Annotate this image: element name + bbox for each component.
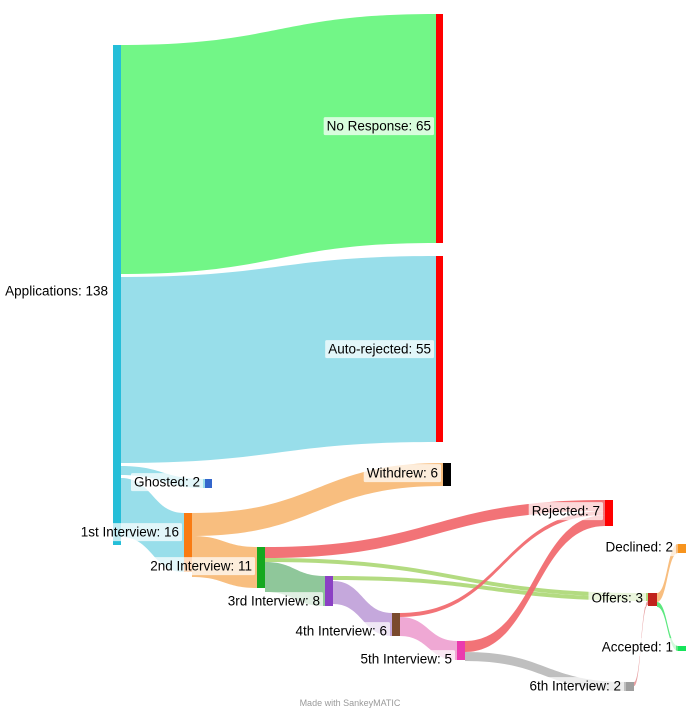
label-background-withdrew (363, 464, 441, 483)
label-background-offers (588, 589, 646, 608)
node-bar-interview_3[interactable] (325, 576, 333, 606)
label-background-interview_1 (77, 523, 182, 542)
label-background-ghosted (130, 473, 203, 492)
node-label-applications: Applications: 138 (2, 282, 111, 301)
node-label-text-rejected: Rejected: 7 (532, 504, 600, 519)
flow-link-interview_2-to-rejected[interactable] (265, 500, 605, 558)
node-bar-applications[interactable] (113, 45, 121, 545)
node-bar-offers[interactable] (648, 593, 657, 606)
node-labels-layer: Applications: 138 No Response: 65 Auto-rej… (2, 117, 676, 696)
label-background-interview_2 (147, 557, 255, 576)
node-label-declined: Declined: 2 (602, 538, 676, 557)
node-label-text-interview_5: 5th Interview: 5 (360, 652, 452, 667)
nodes-layer (113, 14, 686, 691)
node-label-rejected: Rejected: 7 (528, 502, 603, 521)
label-background-interview_3 (224, 592, 323, 611)
node-label-interview_3: 3rd Interview: 8 (224, 592, 323, 611)
node-label-text-ghosted: Ghosted: 2 (134, 475, 200, 490)
node-label-text-interview_4: 4th Interview: 6 (295, 624, 387, 639)
label-background-interview_6 (526, 677, 624, 696)
node-bar-interview_1[interactable] (184, 513, 192, 572)
flow-link-applications-to-auto_rejected[interactable] (121, 256, 436, 463)
node-label-interview_5: 5th Interview: 5 (357, 650, 455, 669)
node-label-text-interview_2: 2nd Interview: 11 (150, 559, 252, 574)
node-label-text-interview_1: 1st Interview: 16 (81, 525, 179, 540)
node-label-interview_4: 4th Interview: 6 (292, 622, 390, 641)
node-label-interview_1: 1st Interview: 16 (77, 523, 182, 542)
node-bar-auto_rejected[interactable] (436, 256, 443, 442)
label-background-rejected (528, 502, 603, 521)
flow-link-interview_5-to-rejected[interactable] (465, 515, 605, 652)
label-background-accepted (598, 638, 676, 657)
label-background-no_response (323, 117, 434, 136)
node-label-text-interview_6: 6th Interview: 2 (529, 679, 621, 694)
label-background-interview_4 (292, 622, 390, 641)
flow-link-interview_3-to-offers[interactable] (333, 576, 648, 601)
flow-link-offers-to-declined[interactable] (657, 544, 678, 602)
flow-link-offers-to-accepted[interactable] (657, 602, 678, 651)
node-label-text-applications: Applications: 138 (5, 284, 108, 299)
label-background-auto_rejected (325, 340, 434, 359)
node-label-text-no_response: No Response: 65 (327, 119, 431, 134)
node-bar-interview_2[interactable] (257, 547, 265, 588)
node-label-interview_2: 2nd Interview: 11 (147, 557, 255, 576)
node-label-text-accepted: Accepted: 1 (602, 640, 673, 655)
label-background-declined (602, 538, 676, 557)
node-bar-withdrew[interactable] (443, 463, 451, 486)
node-label-withdrew: Withdrew: 6 (363, 464, 441, 483)
node-label-text-interview_3: 3rd Interview: 8 (228, 594, 320, 609)
node-label-text-withdrew: Withdrew: 6 (367, 466, 438, 481)
node-bar-rejected[interactable] (605, 500, 613, 526)
flow-link-interview_4-to-rejected[interactable] (400, 511, 605, 617)
node-label-text-auto_rejected: Auto-rejected: 55 (328, 342, 431, 357)
flow-links-layer (121, 14, 678, 691)
flow-link-applications-to-no_response[interactable] (121, 14, 436, 274)
node-label-auto_rejected: Auto-rejected: 55 (325, 340, 434, 359)
node-label-text-offers: Offers: 3 (591, 591, 643, 606)
node-bar-no_response[interactable] (436, 14, 443, 243)
node-label-text-declined: Declined: 2 (605, 540, 673, 555)
node-label-ghosted: Ghosted: 2 (130, 473, 203, 492)
node-bar-ghosted[interactable] (205, 479, 212, 488)
flow-link-interview_2-to-offers[interactable] (265, 558, 648, 597)
node-bar-declined[interactable] (678, 544, 686, 553)
node-label-interview_6: 6th Interview: 2 (526, 677, 624, 696)
node-bar-accepted[interactable] (678, 646, 686, 651)
credit-text: Made with SankeyMATIC (300, 698, 401, 708)
flow-link-interview_4-to-interview_5[interactable] (400, 617, 457, 660)
node-bar-interview_4[interactable] (392, 613, 400, 636)
node-label-no_response: No Response: 65 (323, 117, 434, 136)
node-label-accepted: Accepted: 1 (598, 638, 676, 657)
label-background-interview_5 (357, 650, 455, 669)
label-background-applications (2, 282, 111, 301)
node-label-offers: Offers: 3 (588, 589, 646, 608)
node-bar-interview_5[interactable] (457, 641, 465, 660)
node-bar-interview_6[interactable] (626, 682, 634, 691)
